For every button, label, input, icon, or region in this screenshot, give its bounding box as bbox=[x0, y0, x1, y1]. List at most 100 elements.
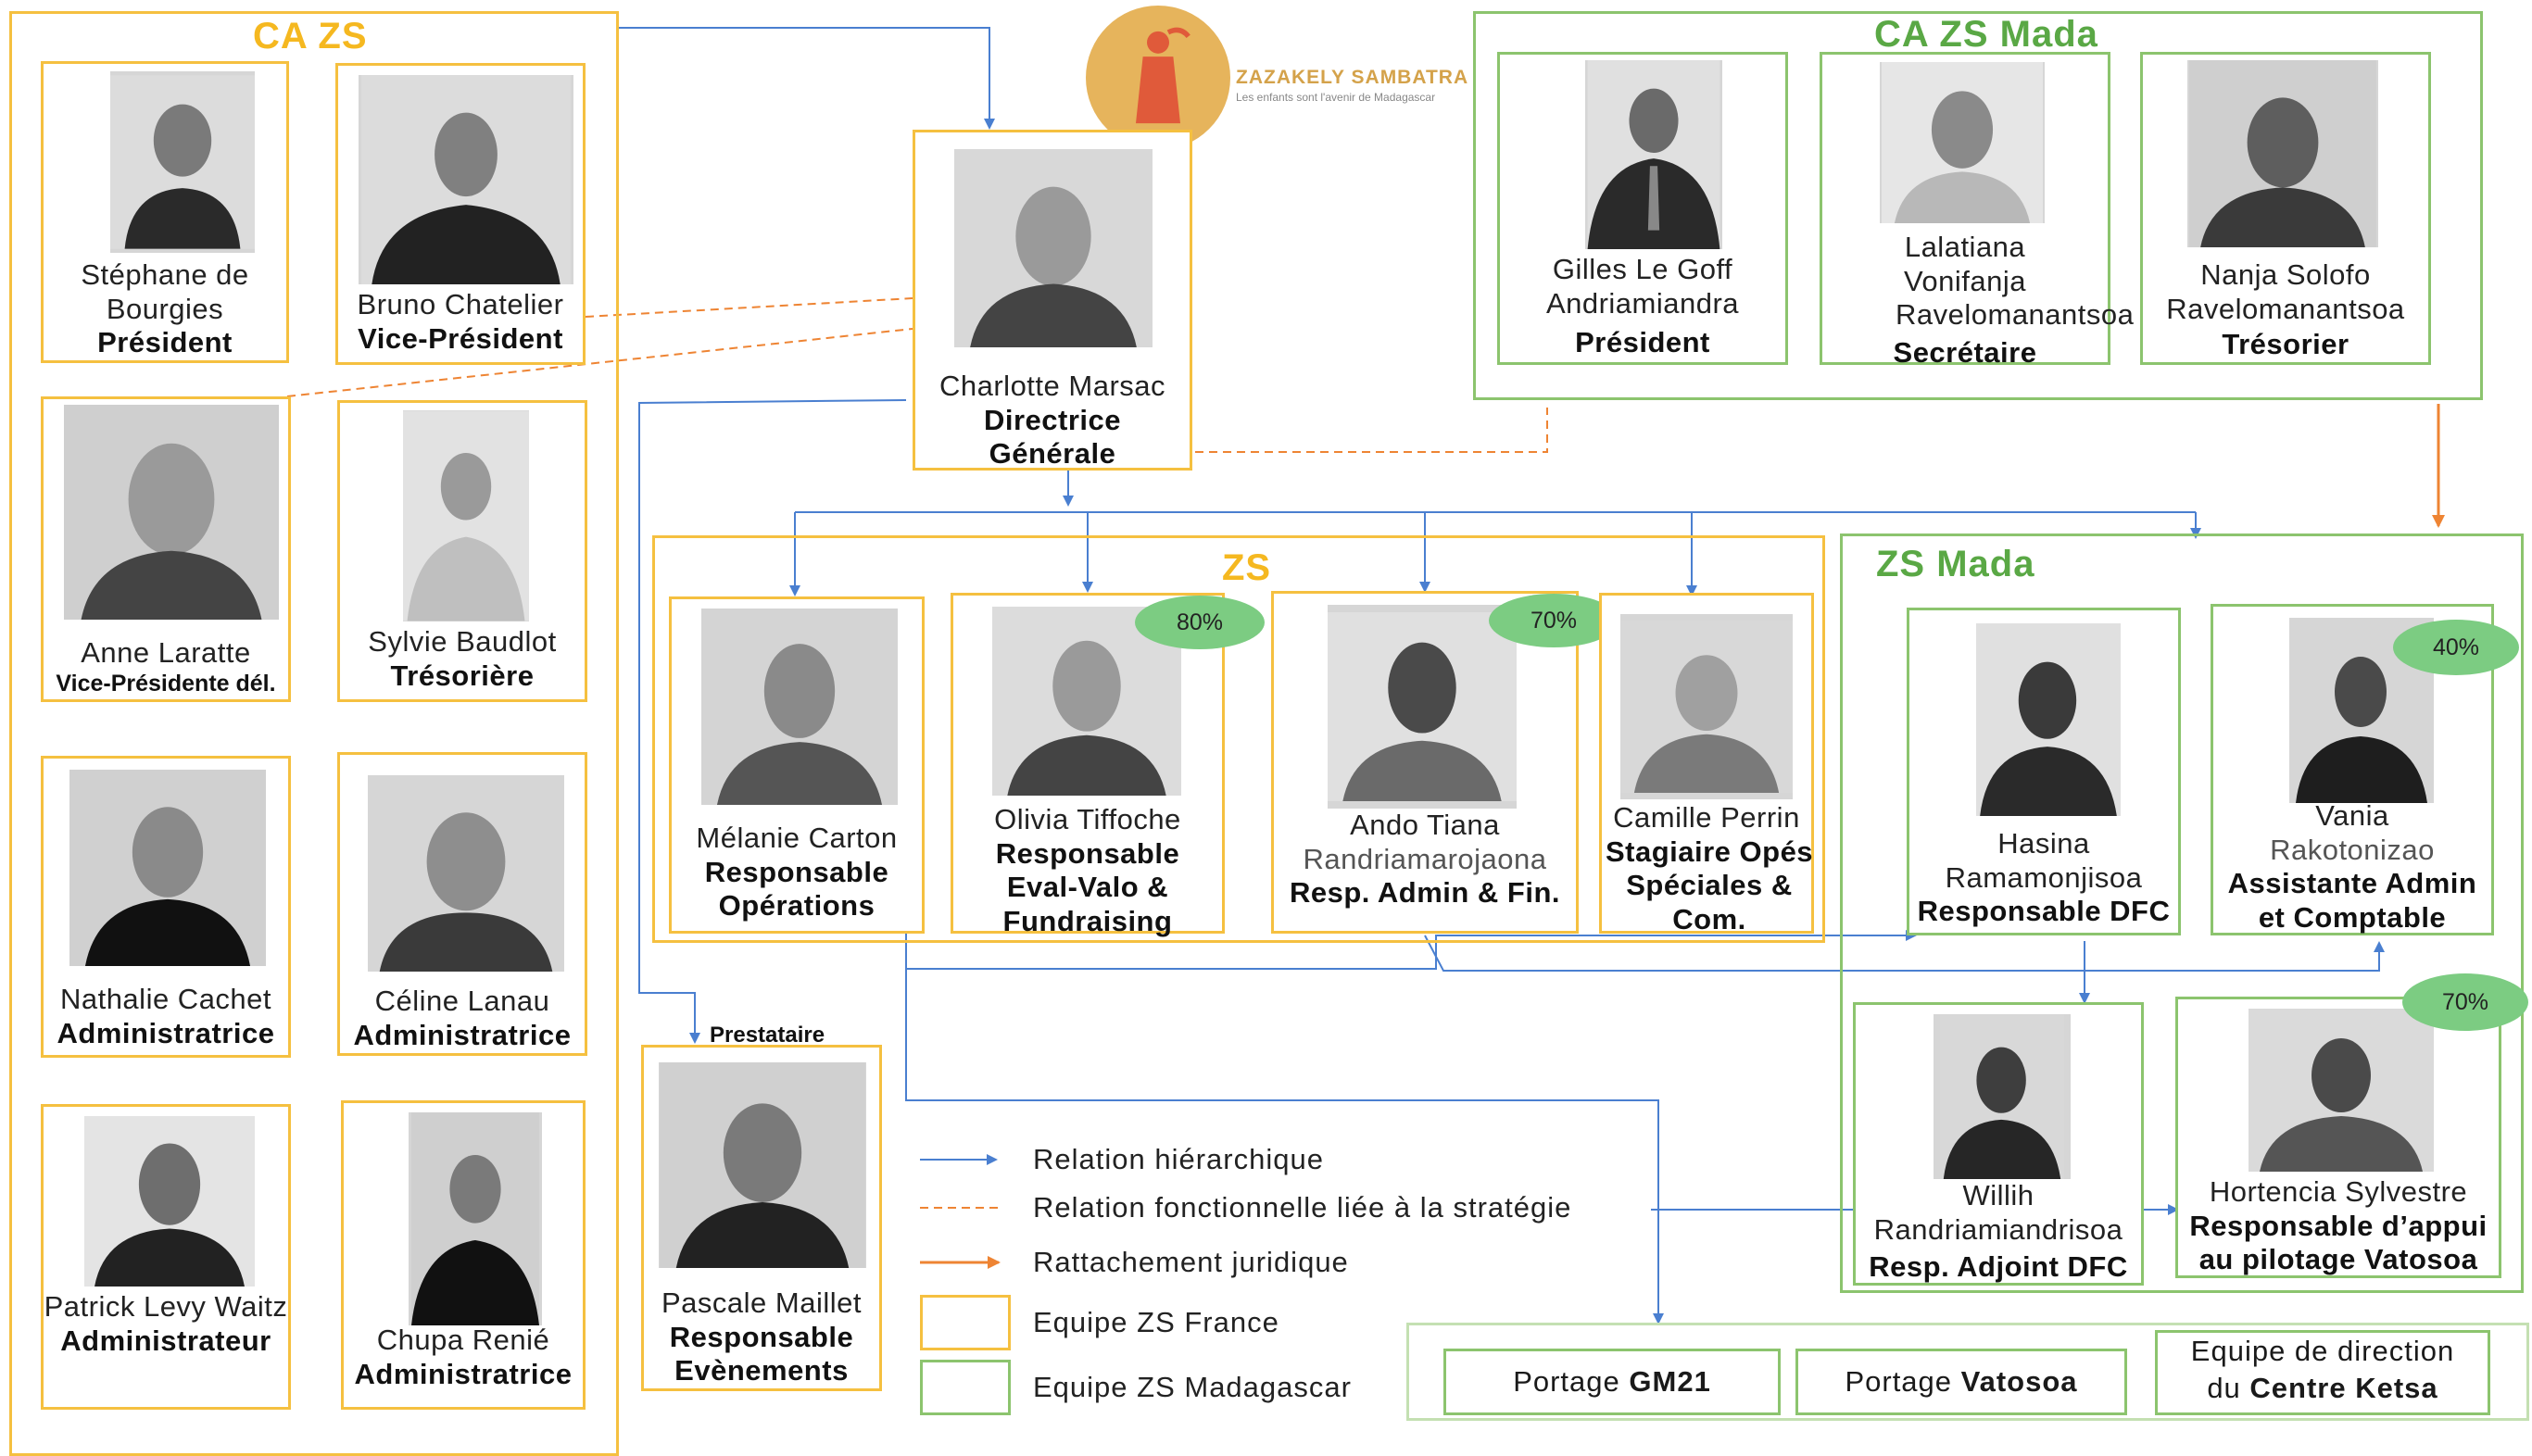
person-role: Administratrice bbox=[354, 1357, 573, 1390]
logo: ZAZAKELY SAMBATRA Les enfants sont l'ave… bbox=[1086, 6, 1468, 154]
person-role: Directrice Générale bbox=[983, 403, 1122, 471]
portrait-photo bbox=[1934, 1014, 2071, 1179]
person-role: Assistante Admin et Comptable bbox=[2227, 867, 2477, 934]
func-line-2 bbox=[286, 328, 913, 397]
portrait-photo bbox=[954, 149, 1153, 347]
func-line-3 bbox=[1195, 408, 1548, 453]
person-role: Responsable Opérations bbox=[704, 855, 889, 923]
group-title: ZS bbox=[1222, 547, 1272, 588]
person-role: Administrateur bbox=[60, 1324, 271, 1357]
person-name-2: Rakotonizao bbox=[2270, 833, 2435, 866]
legend-swatch-france bbox=[920, 1295, 1011, 1350]
zs-mada-group: ZS Mada bbox=[1840, 533, 2524, 1293]
person-role: Resp. Adjoint DFC bbox=[1869, 1250, 2128, 1284]
portrait-photo bbox=[1880, 62, 2045, 223]
person-role: Responsable DFC bbox=[1917, 895, 2171, 928]
person-name-2: Randriamarojaona bbox=[1303, 842, 1547, 875]
person-role: Vice-Président bbox=[358, 321, 563, 355]
portage-vatosoa: Portage Vatosoa bbox=[1795, 1349, 2127, 1415]
person-role: Responsable Eval-Valo & Fundraising bbox=[995, 836, 1180, 937]
person-name: Nathalie Cachet bbox=[59, 983, 272, 1015]
legend-france: Equipe ZS France bbox=[1033, 1306, 1279, 1338]
portrait-photo bbox=[69, 770, 266, 966]
percentage-badge: 70% bbox=[1489, 594, 1619, 647]
legend-swatch-madagascar bbox=[920, 1360, 1011, 1415]
line-ca-to-director bbox=[619, 27, 995, 130]
portrait-photo bbox=[1585, 60, 1722, 249]
ketsa-line1: Equipe de direction bbox=[2190, 1335, 2455, 1367]
portrait-photo bbox=[659, 1062, 866, 1268]
logo-emblem bbox=[1086, 6, 1230, 150]
person-name: Ando Tiana bbox=[1350, 809, 1500, 841]
legend-functional: Relation fonctionnelle liée à la stratég… bbox=[1033, 1191, 1572, 1224]
portrait-photo bbox=[403, 410, 529, 621]
ketsa-name: Centre Ketsa bbox=[2249, 1372, 2438, 1405]
person-name: Hasina Ramamonjisoa bbox=[1945, 827, 2143, 894]
portrait-photo bbox=[2249, 1009, 2434, 1172]
person-name: Patrick Levy Waitz bbox=[44, 1290, 288, 1323]
person-role: Resp. Admin & Fin. bbox=[1289, 876, 1561, 910]
person-name: Nanja Solofo Ravelomanantsoa bbox=[2166, 258, 2405, 325]
ketsa-prefix: du bbox=[2207, 1372, 2250, 1405]
portrait-photo bbox=[1976, 623, 2121, 816]
person-role: Vice-Présidente dél. bbox=[56, 670, 276, 697]
person-name: Chupa Renié bbox=[376, 1324, 550, 1356]
func-line-1 bbox=[585, 297, 913, 318]
portrait-photo bbox=[110, 71, 255, 253]
person-role: Président bbox=[1575, 326, 1710, 359]
ketsa-box: Equipe de direction du Centre Ketsa bbox=[2155, 1330, 2490, 1415]
person-name: Bruno Chatelier bbox=[357, 288, 564, 320]
logo-tagline: Les enfants sont l'avenir de Madagascar bbox=[1236, 91, 1436, 104]
prestataire-label: Prestataire bbox=[710, 1023, 825, 1048]
portrait-photo bbox=[2187, 60, 2378, 247]
person-name: Pascale Maillet bbox=[661, 1287, 862, 1319]
group-title: ZS Mada bbox=[1876, 544, 2035, 584]
person-name: Vania bbox=[2315, 799, 2389, 832]
person-name: Camille Perrin bbox=[1613, 801, 1800, 834]
person-name: Mélanie Carton bbox=[696, 822, 898, 854]
person-role: Responsable Evènements bbox=[669, 1320, 854, 1387]
group-title: CA ZS Mada bbox=[1874, 14, 2098, 55]
logo-name: ZAZAKELY SAMBATRA bbox=[1236, 67, 1469, 88]
line-to-vania bbox=[1424, 935, 2385, 972]
person-role: Responsable d’appui au pilotage Vatosoa bbox=[2189, 1209, 2488, 1276]
person-role: Stagiaire Opés Spéciales & Com. bbox=[1605, 835, 1814, 935]
percentage-badge: 70% bbox=[2402, 973, 2528, 1031]
person-role: Trésorier bbox=[2222, 328, 2349, 361]
legend-hierarchy: Relation hiérarchique bbox=[1033, 1143, 1324, 1175]
line-director-prestataire bbox=[638, 399, 907, 1044]
person-name: Stéphane de Bourgies bbox=[81, 258, 249, 325]
portrait-photo bbox=[1620, 614, 1793, 799]
zs-group: ZS bbox=[652, 535, 1825, 943]
person-role: Trésorière bbox=[390, 659, 535, 692]
percentage-badge: 80% bbox=[1135, 596, 1265, 649]
person-name: Lalatiana Vonifanja Ravelomanantsoa bbox=[1896, 231, 2135, 332]
portrait-photo bbox=[84, 1116, 255, 1287]
portage-prefix: Portage bbox=[1845, 1365, 1961, 1398]
portrait-photo bbox=[64, 405, 279, 620]
line-to-hasina bbox=[906, 930, 1917, 970]
portrait-photo bbox=[368, 775, 564, 972]
portage-gm21: Portage GM21 bbox=[1443, 1349, 1781, 1415]
person-name: Anne Laratte bbox=[81, 636, 251, 669]
